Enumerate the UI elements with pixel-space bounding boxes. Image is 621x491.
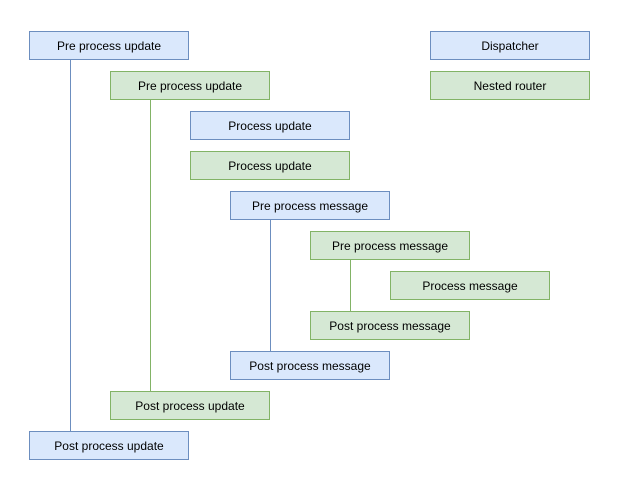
flow-node-label: Post process update — [135, 398, 245, 413]
flow-node-label: Process update — [228, 118, 312, 133]
edge-message-nested — [350, 260, 351, 311]
edge-message-outer — [270, 220, 271, 351]
edge-update-outer — [70, 60, 71, 431]
flow-node-label: Pre process update — [56, 38, 162, 53]
flow-node[interactable]: Pre process message — [310, 231, 470, 260]
flow-node-label: Process message — [422, 278, 518, 293]
flow-node[interactable]: Post process update — [110, 391, 270, 420]
flow-node[interactable]: Process message — [390, 271, 550, 300]
legend-item-label: Dispatcher — [481, 38, 539, 53]
flow-node[interactable]: Pre process update — [110, 71, 270, 100]
flow-node-label: Post process update — [54, 438, 164, 453]
flow-node-label: Post process message — [249, 358, 371, 373]
legend-item[interactable]: Nested router — [430, 71, 590, 100]
flow-node[interactable]: Post process message — [230, 351, 390, 380]
edge-update-nested — [150, 100, 151, 391]
flow-node[interactable]: Pre process update — [29, 31, 189, 60]
flow-node[interactable]: Post process message — [310, 311, 470, 340]
flow-node[interactable]: Process update — [190, 151, 350, 180]
flow-node-label: Pre process message — [251, 198, 369, 213]
legend-item-label: Nested router — [473, 78, 547, 93]
flow-node[interactable]: Pre process message — [230, 191, 390, 220]
flow-node-label: Process update — [228, 158, 312, 173]
flow-node[interactable]: Post process update — [29, 431, 189, 460]
flow-node[interactable]: Process update — [190, 111, 350, 140]
flow-node-label: Post process message — [329, 318, 451, 333]
legend-item[interactable]: Dispatcher — [430, 31, 590, 60]
flow-node-label: Pre process message — [331, 238, 449, 253]
flow-node-label: Pre process update — [137, 78, 243, 93]
